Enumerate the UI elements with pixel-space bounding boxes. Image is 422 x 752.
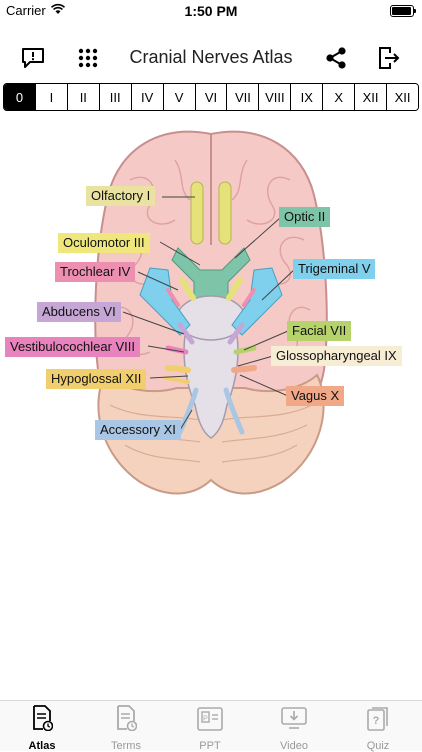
exit-icon[interactable] xyxy=(374,43,404,73)
tab-bar: Atlas Terms P PPT Video ? Quiz xyxy=(0,700,422,752)
nerve-tab-ix[interactable]: IX xyxy=(290,84,323,110)
nerve-tab-0[interactable]: 0 xyxy=(4,84,35,110)
label-trigeminal[interactable]: Trigeminal V xyxy=(293,259,376,279)
terms-document-icon xyxy=(84,705,168,731)
carrier-label: Carrier xyxy=(6,3,46,18)
quiz-icon: ? xyxy=(336,705,420,731)
label-olfactory[interactable]: Olfactory I xyxy=(86,186,156,206)
label-accessory[interactable]: Accessory XI xyxy=(95,420,181,440)
tab-video[interactable]: Video xyxy=(252,705,336,752)
grid-menu-icon[interactable] xyxy=(73,43,103,73)
feedback-icon[interactable] xyxy=(18,43,48,73)
label-facial[interactable]: Facial VII xyxy=(287,321,352,341)
nerve-tab-vi[interactable]: VI xyxy=(194,84,227,110)
tab-quiz[interactable]: ? Quiz xyxy=(336,705,420,752)
atlas-document-icon xyxy=(0,705,84,731)
nerve-tab-viii[interactable]: VIII xyxy=(258,84,291,110)
nerve-selector: 0 I II III IV V VI VII VIII IX X XII XII xyxy=(3,83,419,111)
nerve-tab-xi[interactable]: XII xyxy=(354,84,387,110)
clock-time: 1:50 PM xyxy=(184,3,238,19)
tab-terms[interactable]: Terms xyxy=(84,705,168,752)
label-glossopharyngeal[interactable]: Glossopharyngeal IX xyxy=(271,346,402,366)
label-oculomotor[interactable]: Oculomotor III xyxy=(58,233,150,253)
label-vestibulocochlear[interactable]: Vestibulocochlear VIII xyxy=(5,337,141,357)
nerve-tab-xii[interactable]: XII xyxy=(386,84,418,110)
wifi-icon xyxy=(50,3,66,18)
svg-text:P: P xyxy=(203,716,208,723)
svg-text:?: ? xyxy=(373,715,380,727)
tab-atlas[interactable]: Atlas xyxy=(0,705,84,752)
label-optic[interactable]: Optic II xyxy=(279,207,331,227)
brain-atlas-figure: Olfactory I Optic II Oculomotor III Troc… xyxy=(0,120,422,530)
ppt-icon: P xyxy=(168,705,252,731)
nerve-tab-vii[interactable]: VII xyxy=(226,84,259,110)
tab-video-label: Video xyxy=(280,740,308,752)
nerve-tab-iii[interactable]: III xyxy=(98,84,131,110)
battery-icon xyxy=(390,5,416,17)
tab-ppt[interactable]: P PPT xyxy=(168,705,252,752)
status-bar: Carrier 1:50 PM xyxy=(0,0,422,22)
label-hypoglossal[interactable]: Hypoglossal XII xyxy=(46,369,147,389)
share-icon[interactable] xyxy=(321,43,351,73)
nerve-tab-i[interactable]: I xyxy=(34,84,67,110)
navigation-bar: Cranial Nerves Atlas xyxy=(0,36,422,78)
nerve-tab-v[interactable]: V xyxy=(162,84,195,110)
nerve-tab-x[interactable]: X xyxy=(322,84,355,110)
label-trochlear[interactable]: Trochlear IV xyxy=(55,262,136,282)
nerve-tab-ii[interactable]: II xyxy=(66,84,99,110)
brain-illustration xyxy=(94,130,328,495)
tab-quiz-label: Quiz xyxy=(366,740,390,752)
label-abducens[interactable]: Abducens VI xyxy=(37,302,121,322)
tab-atlas-label: Atlas xyxy=(28,740,56,752)
nerve-tab-iv[interactable]: IV xyxy=(130,84,163,110)
tab-ppt-label: PPT xyxy=(199,740,221,752)
tab-terms-label: Terms xyxy=(111,740,141,752)
page-title: Cranial Nerves Atlas xyxy=(129,47,293,67)
video-download-icon xyxy=(252,705,336,731)
label-vagus[interactable]: Vagus X xyxy=(286,386,345,406)
